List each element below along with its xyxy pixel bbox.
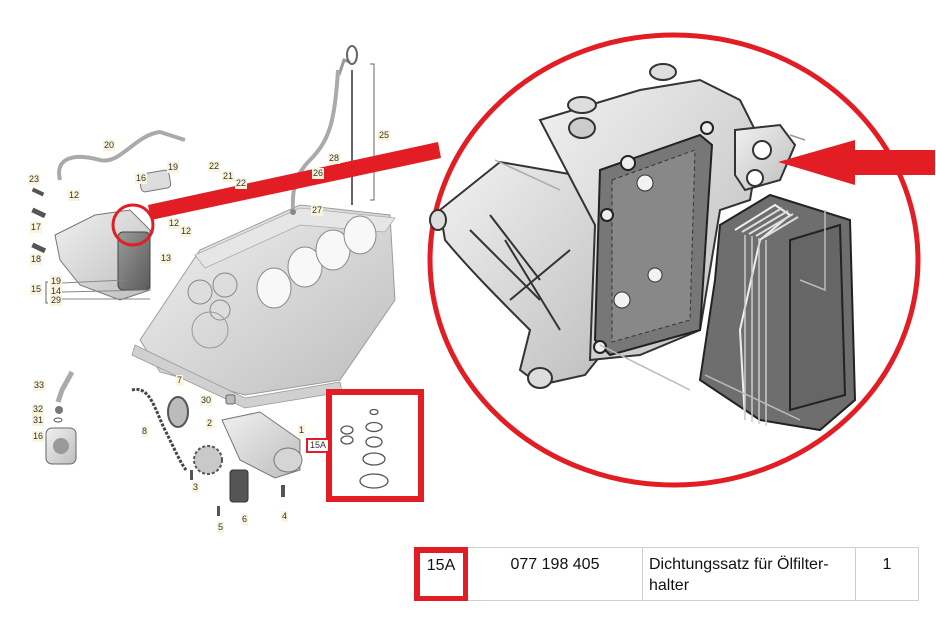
callout-16: 16 xyxy=(135,173,148,184)
callout-15: 15 xyxy=(30,284,43,295)
engine-block xyxy=(131,204,396,409)
callout-16: 16 xyxy=(32,431,45,442)
callout-19: 19 xyxy=(167,162,180,173)
callout-12: 12 xyxy=(180,226,193,237)
callout-30: 30 xyxy=(200,395,213,406)
callout-7: 7 xyxy=(176,375,184,386)
gasket-rings xyxy=(340,408,389,489)
pointer-arrow xyxy=(778,140,935,185)
callout-21: 21 xyxy=(222,171,235,182)
timing-chain xyxy=(131,387,188,471)
pipe-33 xyxy=(55,370,75,403)
callout-12: 12 xyxy=(168,218,181,229)
callout-12: 12 xyxy=(68,190,81,201)
callout-6: 6 xyxy=(241,514,249,525)
oil-filter-housing-zoom-drawing xyxy=(429,63,857,432)
description-line-1: Dichtungssatz für Ölfilter- xyxy=(649,556,829,573)
callout-20: 20 xyxy=(103,140,116,151)
callout-26: 26 xyxy=(312,168,325,179)
gear-2 xyxy=(193,445,223,475)
callout-15A: 15A xyxy=(306,438,331,453)
callout-18: 18 xyxy=(30,254,43,265)
callout-17: 17 xyxy=(30,222,43,233)
position-cell: 15A xyxy=(414,547,468,601)
callout-14: 14 xyxy=(50,286,63,297)
callout-23: 23 xyxy=(28,174,41,185)
callout-29: 29 xyxy=(50,295,63,306)
oil-filter-housing-assembly xyxy=(31,129,186,304)
callout-8: 8 xyxy=(141,426,149,437)
gasket-set-15A-detail xyxy=(326,389,424,502)
callout-13: 13 xyxy=(160,253,173,264)
pointer-line xyxy=(148,142,441,220)
callout-22: 22 xyxy=(235,178,248,189)
callout-33: 33 xyxy=(33,380,46,391)
callout-19: 19 xyxy=(50,276,63,287)
callout-25: 25 xyxy=(378,130,391,141)
description-cell: Dichtungssatz für Ölfilter- halter xyxy=(642,547,856,601)
callout-22: 22 xyxy=(208,161,221,172)
callout-31: 31 xyxy=(32,415,45,426)
callout-27: 27 xyxy=(311,205,324,216)
quantity-cell: 1 xyxy=(855,547,919,601)
table-row[interactable]: 15A 077 198 405 Dichtungssatz für Ölfilt… xyxy=(414,547,919,601)
callout-2: 2 xyxy=(206,418,214,429)
callout-5: 5 xyxy=(217,522,225,533)
callout-32: 32 xyxy=(32,404,45,415)
parts-table: 15A 077 198 405 Dichtungssatz für Ölfilt… xyxy=(414,547,919,601)
part-6 xyxy=(229,469,249,503)
callout-1: 1 xyxy=(298,425,306,436)
callout-28: 28 xyxy=(328,153,341,164)
dipstick-assembly xyxy=(290,45,375,215)
description-line-2: halter xyxy=(649,577,690,594)
oil-filter-housing-highlight xyxy=(111,203,155,247)
callout-4: 4 xyxy=(281,511,289,522)
position-number: 15A xyxy=(426,557,456,574)
part-number-cell: 077 198 405 xyxy=(467,547,643,601)
sprocket-7 xyxy=(167,396,189,428)
callout-3: 3 xyxy=(192,482,200,493)
